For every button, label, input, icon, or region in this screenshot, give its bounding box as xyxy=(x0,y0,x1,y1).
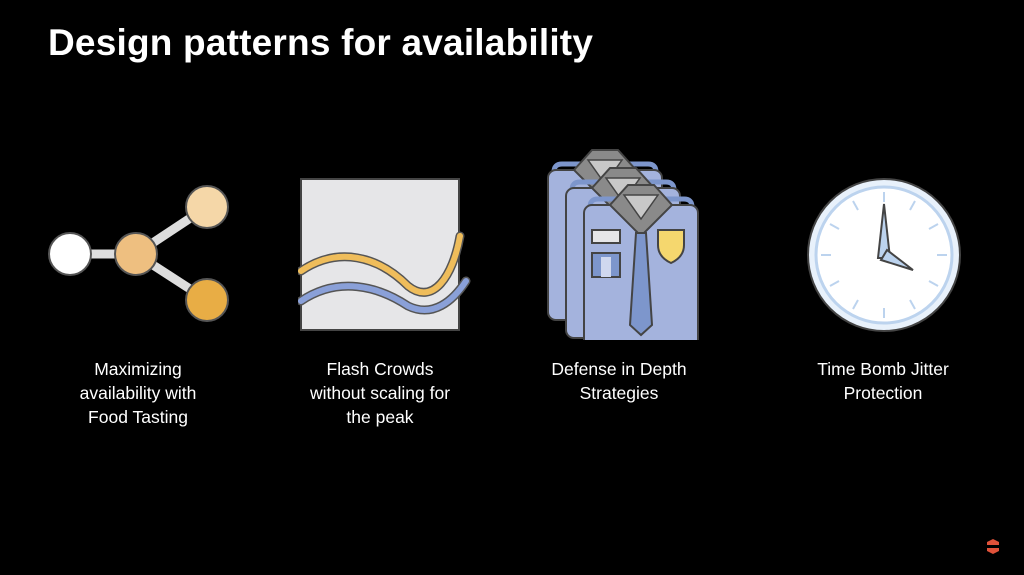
item-label-flash-crowds: Flash Crowds without scaling for the pea… xyxy=(260,357,500,429)
node-white xyxy=(48,232,92,276)
wave-chart-icon xyxy=(298,178,471,331)
slide-title: Design patterns for availability xyxy=(48,22,594,63)
tie xyxy=(628,232,654,337)
front-shirt xyxy=(584,185,698,340)
node-light xyxy=(185,185,229,229)
orange-wave xyxy=(298,233,463,296)
hour-hand xyxy=(879,248,914,271)
badge-icon xyxy=(657,229,685,265)
label-line: the peak xyxy=(346,407,414,427)
label-line: Maximizing xyxy=(94,359,182,379)
blue-wave xyxy=(298,278,469,313)
network-nodes-icon xyxy=(48,185,229,322)
label-line: availability with xyxy=(79,383,197,403)
label-line: Time Bomb Jitter xyxy=(817,359,949,379)
label-line: without scaling for xyxy=(309,383,451,403)
label-line: Flash Crowds xyxy=(326,359,434,379)
item-label-food-tasting: Maximizing availability with Food Tastin… xyxy=(18,357,258,429)
label-line: Protection xyxy=(843,383,923,403)
label-line: Strategies xyxy=(579,383,659,403)
node-mid xyxy=(114,232,158,276)
item-label-defense-in-depth: Defense in Depth Strategies xyxy=(499,357,739,405)
clock-icon xyxy=(807,178,961,332)
name-tag xyxy=(591,229,621,244)
item-label-time-bomb: Time Bomb Jitter Protection xyxy=(763,357,1003,405)
node-dark xyxy=(185,278,229,322)
aws-logo-icon xyxy=(987,539,999,554)
label-line: Food Tasting xyxy=(88,407,188,427)
label-line: Defense in Depth xyxy=(551,359,687,379)
security-guard-shirts-icon xyxy=(530,145,710,340)
